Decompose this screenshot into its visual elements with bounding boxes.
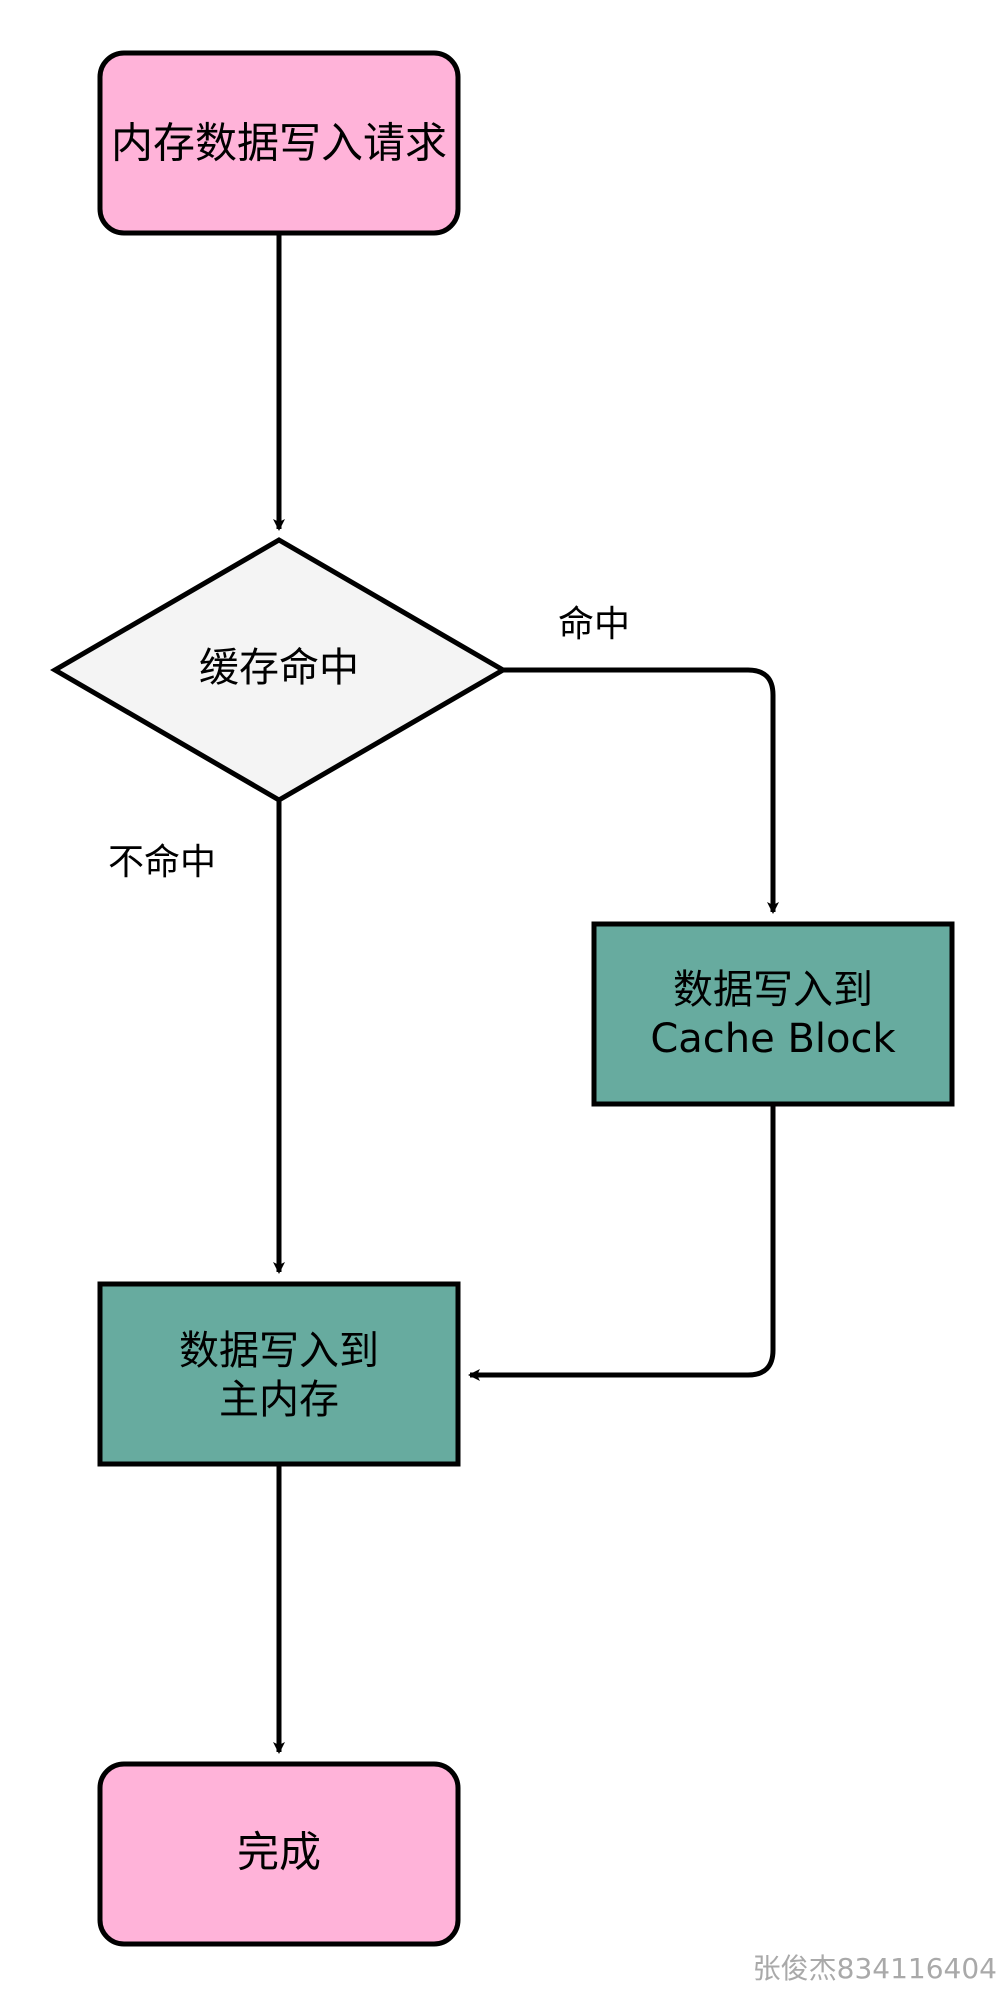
write-cache-label-line2: Cache Block bbox=[650, 1016, 896, 1062]
write-memory-label-line2: 主内存 bbox=[219, 1377, 339, 1423]
write-memory-label-line1: 数据写入到 bbox=[179, 1328, 379, 1374]
write-cache-label-line1: 数据写入到 bbox=[673, 967, 873, 1013]
arrow-decision-hit-to-cache bbox=[503, 667, 779, 914]
watermark-text: 张俊杰834116404 bbox=[753, 1952, 997, 1985]
write-memory-node bbox=[97, 1281, 461, 1467]
edge-label-miss: 不命中 bbox=[108, 842, 216, 883]
write-cache-node bbox=[591, 921, 955, 1107]
decision-node-label: 缓存命中 bbox=[199, 645, 359, 691]
end-node-label: 完成 bbox=[237, 1828, 321, 1877]
edge-label-hit: 命中 bbox=[558, 604, 630, 645]
arrow-cache-to-memory bbox=[468, 1104, 776, 1381]
start-node-label: 内存数据写入请求 bbox=[111, 119, 447, 168]
end-node bbox=[97, 1761, 461, 1947]
